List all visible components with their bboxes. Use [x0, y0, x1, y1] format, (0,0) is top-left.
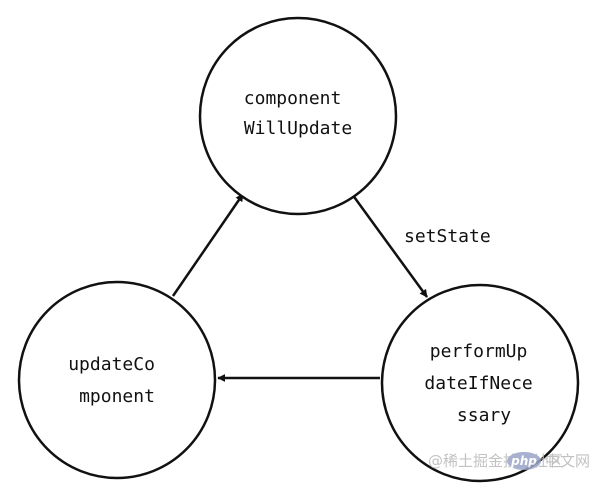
watermark: @稀土掘金技术社区 php 中文网	[428, 452, 590, 470]
node-component-will-update: component WillUpdate	[198, 16, 398, 216]
arrow-will-update-to-perform-update	[350, 193, 429, 298]
node-label: performUp dateIfNece ssary	[424, 341, 543, 426]
node-circle	[380, 283, 580, 483]
arrow-update-component-to-will-update	[171, 193, 245, 297]
php-site-text: 中文网	[545, 452, 590, 470]
node-circle	[17, 280, 217, 480]
edge-update-component-to-will-update	[171, 193, 245, 297]
node-update-component: updateCo mponent	[17, 280, 217, 480]
edge-label-setstate: setState	[404, 226, 491, 247]
node-label: updateCo mponent	[68, 354, 166, 407]
node-label: component WillUpdate	[244, 88, 352, 139]
watermark-text: @稀土掘金技术社区	[428, 452, 563, 470]
node-circle	[198, 16, 398, 216]
edge-setstate: setState	[350, 193, 491, 298]
node-perform-update-if-necessary: performUp dateIfNece ssary	[380, 283, 580, 483]
php-badge-icon	[507, 452, 541, 470]
php-badge-label: php	[510, 454, 537, 468]
